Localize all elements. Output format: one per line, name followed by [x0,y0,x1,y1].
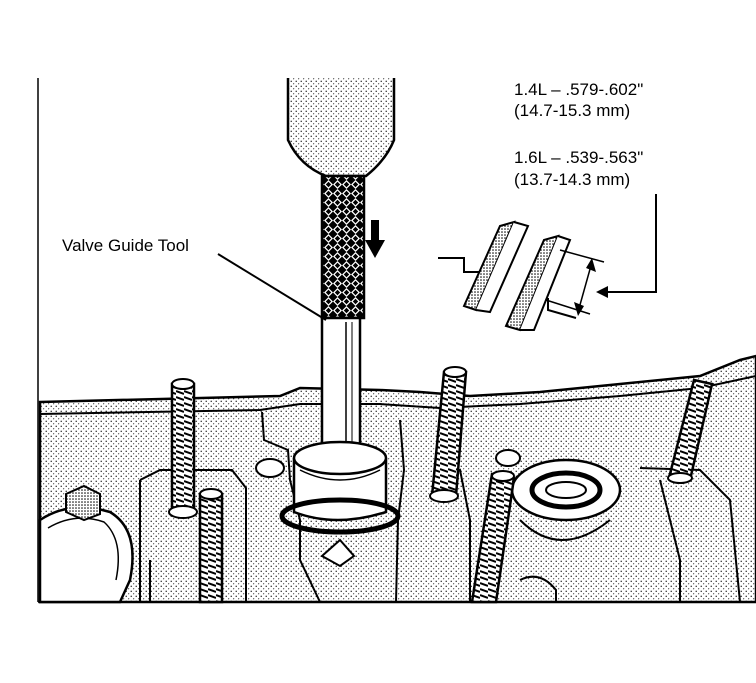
guide-height-inset [438,194,657,332]
spec-16l-mm: (13.7-14.3 mm) [514,170,631,189]
stud-center [429,366,468,503]
down-arrow-icon [365,220,385,258]
spec-14l-inch: 1.4L – .579-.602" [514,80,644,99]
tool-leader-line [217,253,327,321]
spec-14l-mm: (14.7-15.3 mm) [514,101,631,120]
stud-left-tall [168,378,198,519]
cylinder-head [38,354,756,604]
valve-guide-tool-label: Valve Guide Tool [62,236,189,255]
stud-center-right [470,470,516,604]
spec-16l-inch: 1.6L – .539-.563" [514,148,644,167]
stud-right [667,378,714,484]
valve-guide-tool [279,78,401,535]
stud-left-short [198,488,224,604]
